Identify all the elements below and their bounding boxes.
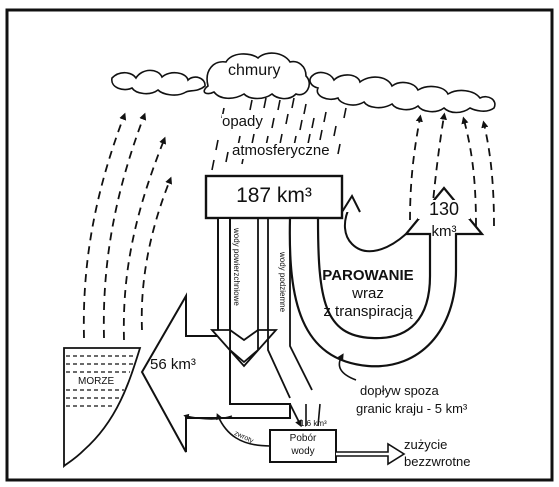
surface-water-label: wody powierzchniowe — [232, 228, 240, 306]
evaporation-label-3: z transpiracją — [308, 304, 428, 320]
evaporation-amount: 130 — [418, 200, 470, 219]
consumption-label-2: bezzwrotne — [404, 455, 470, 469]
ground-water-label: wody podziemne — [278, 252, 286, 312]
clouds-label: chmury — [228, 63, 280, 80]
precipitation-total-value: 187 km³ — [206, 185, 342, 207]
outflow-to-sea-label: 56 km³ — [150, 357, 196, 373]
withdrawal-label-2: wody — [270, 447, 336, 458]
inflow-label-1: dopływ spoza — [360, 384, 439, 398]
sea-label: MORZE — [78, 377, 114, 388]
withdrawal-amount: 1,6 km³ — [300, 420, 327, 428]
consumption-label-1: zużycie — [404, 438, 447, 452]
precipitation-label-line2: atmosferyczne — [232, 143, 330, 159]
evaporation-label-1: PAROWANIE — [308, 268, 428, 284]
inflow-label-2: granic kraju - 5 km³ — [356, 402, 467, 416]
precipitation-label-line1: opady — [222, 114, 263, 130]
evaporation-label-2: wraz — [308, 286, 428, 302]
evaporation-unit: km³ — [418, 224, 470, 240]
withdrawal-label-1: Pobór — [270, 434, 336, 445]
